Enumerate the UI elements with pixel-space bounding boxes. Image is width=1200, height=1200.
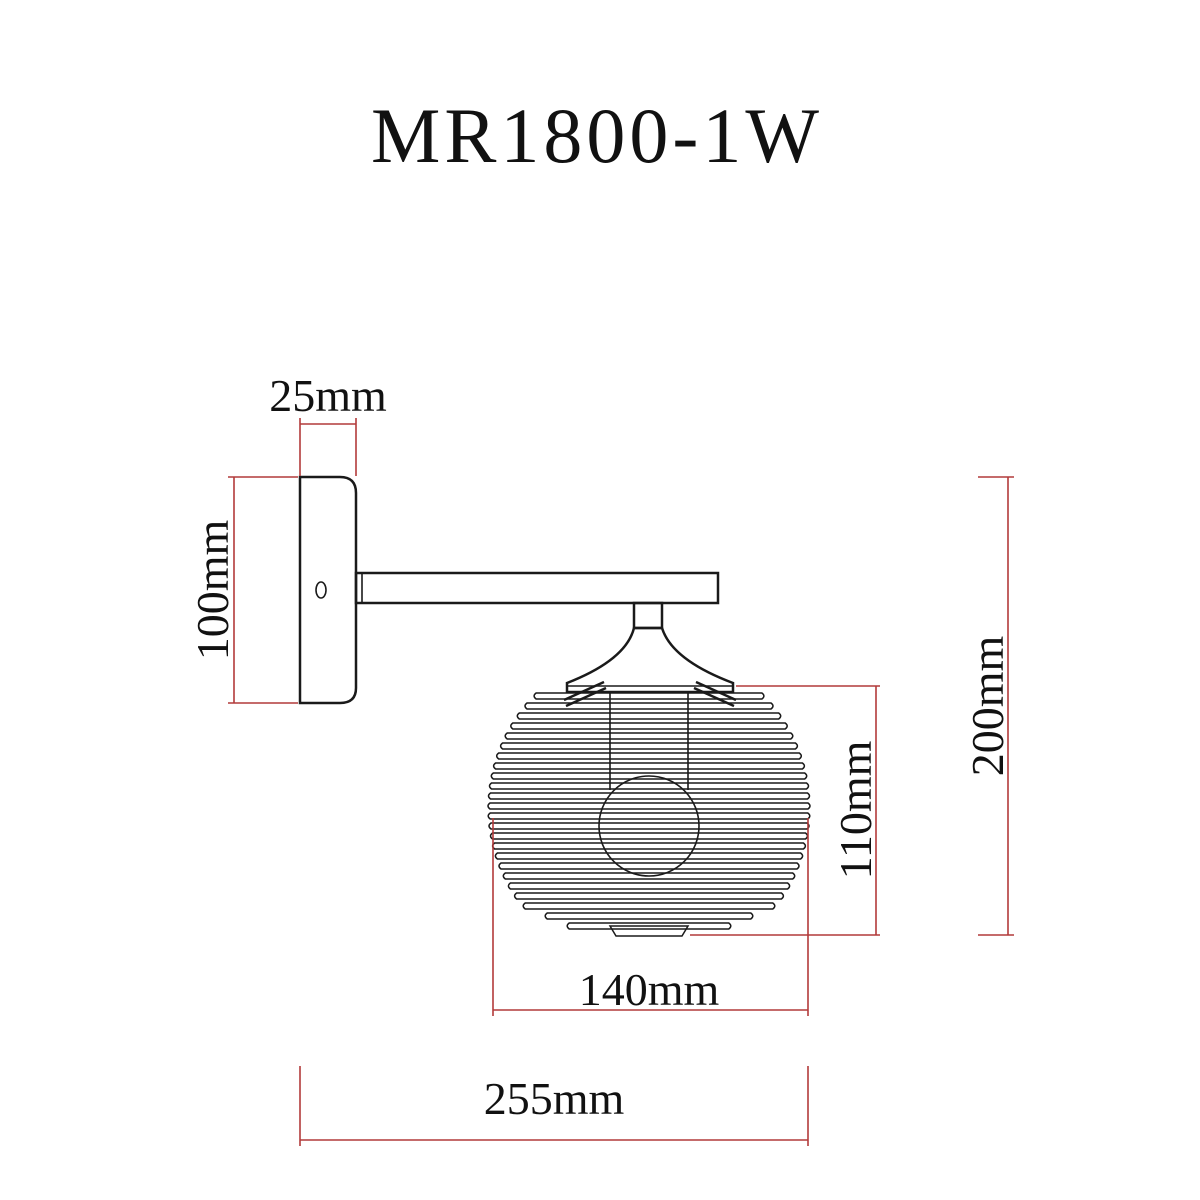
shade-rib [487,802,811,810]
shade-rib [488,822,810,830]
dimension-total-height: 200mm [962,476,1014,936]
shade-rib [533,692,765,700]
wall-backplate [298,475,358,705]
shade-clips [563,680,737,708]
shade-rib [495,752,803,760]
shade-rib [499,742,799,750]
label-255mm: 255mm [484,1073,625,1124]
shade-rib [544,912,754,920]
shade-rib [522,902,776,910]
dimension-shade-width: 140mm [492,818,809,1016]
dimension-backplate-height: 100mm [187,476,298,704]
label-200mm: 200mm [962,636,1013,777]
shade-rib [502,872,796,880]
label-25mm: 25mm [269,370,387,421]
shade-rib [504,732,794,740]
shade-rib [487,792,811,800]
shade-rib [492,762,806,770]
shade-rib [498,862,800,870]
bulb [598,692,700,877]
shade-rib [488,782,810,790]
shade-rib [566,922,732,930]
lamp-stem [632,601,664,630]
shade-rib [490,772,808,780]
shade-rib [510,722,788,730]
shade-rib [494,852,804,860]
dimension-backplate-depth: 25mm [269,370,387,476]
shade-rib [491,842,807,850]
ribbed-glass-shade [487,692,811,937]
shade-rib [489,832,809,840]
backplate-screw [315,581,327,599]
shade-rib [513,892,785,900]
lamp-arm [354,571,720,605]
model-title: MR1800-1W [371,92,823,179]
shade-rib [507,882,791,890]
dimension-total-width: 255mm [299,1066,809,1146]
dimension-shade-height: 110mm [690,685,881,936]
shade-rib [487,812,811,820]
shade-rib [524,702,774,710]
lamp-drawing [298,475,811,937]
shade-holder [565,626,735,694]
label-110mm: 110mm [830,740,881,879]
shade-rib [516,712,782,720]
label-140mm: 140mm [579,964,720,1015]
label-100mm: 100mm [187,520,238,661]
shade-bottom-cap [608,925,690,937]
